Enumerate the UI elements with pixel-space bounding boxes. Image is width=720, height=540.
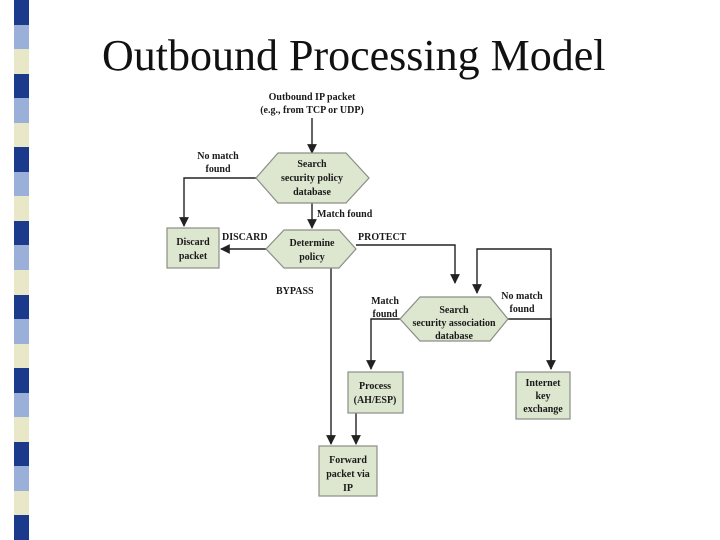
search-sad-line2: security association <box>412 318 495 329</box>
arrow-sad-match-to-process <box>366 318 400 370</box>
flow-arrows <box>179 118 556 445</box>
search-sad-hexagon <box>399 296 509 342</box>
no-match-sad-line2: found <box>509 304 534 315</box>
discard-packet-line2: packet <box>179 251 208 262</box>
forward-line2: packet via <box>326 469 370 480</box>
arrow-ike-loop-to-sad <box>472 248 552 369</box>
no-match-sad-line1: No match <box>501 291 543 302</box>
stripe-cell <box>14 147 29 172</box>
search-spd-line1: Search <box>297 159 327 170</box>
discard-packet-box <box>166 227 220 269</box>
stripe-cell <box>14 24 29 50</box>
ike-line2: key <box>536 391 551 402</box>
arrow-spd-nomatch-to-discard <box>179 177 256 227</box>
search-spd-hexagon <box>255 152 370 204</box>
stripe-cell <box>14 270 29 295</box>
discard-edge-label: DISCARD <box>222 232 268 243</box>
process-line1: Process <box>359 381 391 392</box>
determine-policy-hexagon <box>265 229 357 269</box>
stripe-cell <box>14 171 29 197</box>
process-box <box>347 371 404 414</box>
determine-policy-line2: policy <box>299 252 325 263</box>
slide-title: Outbound Processing Model <box>102 31 606 80</box>
stripe-cell <box>14 319 29 344</box>
no-match-spd-line2: found <box>205 164 230 175</box>
bypass-edge-label: BYPASS <box>276 286 314 297</box>
stripe-cell <box>14 515 29 540</box>
stripe-cell <box>14 220 29 246</box>
ike-line1: Internet <box>526 378 562 389</box>
stripe-cell <box>14 368 29 393</box>
search-spd-line3: database <box>293 187 331 198</box>
determine-policy-line1: Determine <box>290 238 336 249</box>
stripe-cell <box>14 392 29 418</box>
stripe-cell <box>14 417 29 442</box>
ike-box <box>515 371 571 420</box>
stripe-cell <box>14 441 29 467</box>
process-line2: (AH/ESP) <box>354 395 397 406</box>
no-match-spd-line1: No match <box>197 151 239 162</box>
arrow-policy-protect <box>356 244 460 284</box>
stripe-cell <box>14 343 29 369</box>
search-sad-line1: Search <box>439 305 469 316</box>
stripe-cell <box>14 98 29 123</box>
search-sad-line3: database <box>435 331 473 342</box>
start-label-line1: Outbound IP packet <box>269 92 356 103</box>
stripe-cell <box>14 294 29 320</box>
search-spd-line2: security policy <box>281 173 343 184</box>
stripe-cell <box>14 122 29 148</box>
discard-packet-line1: Discard <box>176 237 210 248</box>
stripe-cell <box>14 73 29 99</box>
forward-packet-box <box>318 445 378 497</box>
match-found-spd-label: Match found <box>317 209 373 220</box>
stripe-cell <box>14 245 29 271</box>
stripe-cell <box>14 0 29 25</box>
ike-line3: exchange <box>523 404 563 415</box>
stripe-cell <box>14 49 29 74</box>
forward-line1: Forward <box>329 455 367 466</box>
arrow-sad-nomatch-to-ike <box>508 318 556 370</box>
match-sad-line2: found <box>372 309 397 320</box>
forward-line3: IP <box>343 483 353 494</box>
protect-edge-label: PROTECT <box>358 232 407 243</box>
stripe-cell <box>14 466 29 491</box>
stripe-cell <box>14 490 29 516</box>
match-sad-line1: Match <box>371 296 399 307</box>
start-label-line2: (e.g., from TCP or UDP) <box>260 105 364 116</box>
decorative-stripe-bar <box>0 0 30 540</box>
stripe-cell <box>14 196 29 221</box>
